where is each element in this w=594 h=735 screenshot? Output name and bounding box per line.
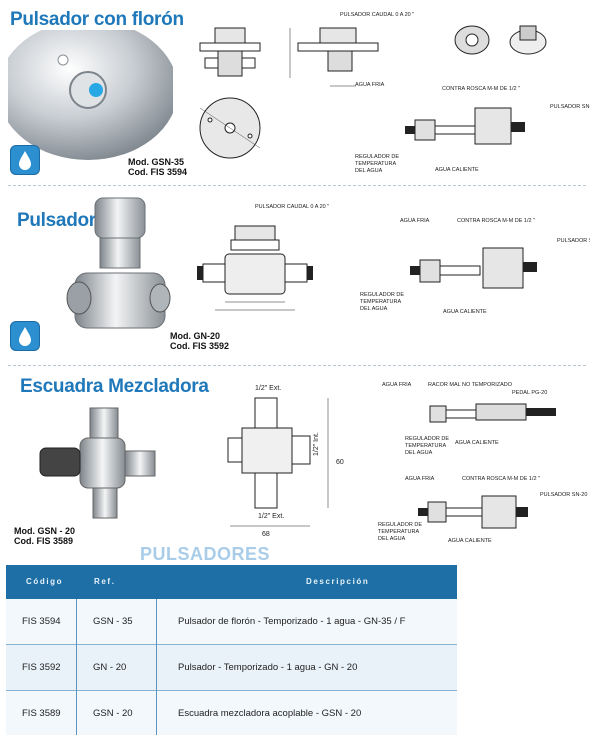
- section-pulsador-floron: Pulsador con florón Mod. GSN-35 Cod. FIS…: [0, 0, 594, 185]
- header-descripcion: Descripción: [306, 577, 370, 586]
- row-divider: [6, 690, 457, 691]
- model-label: Mod. GSN - 20: [14, 526, 76, 536]
- svg-text:TEMPERATURA: TEMPERATURA: [378, 529, 419, 535]
- section-title: Pulsador: [17, 210, 96, 231]
- regulador-label: REGULADOR DE: [360, 292, 404, 298]
- cell-descripcion: Pulsador - Temporizado - 1 agua - GN - 2…: [178, 662, 358, 673]
- racor-label: RACOR MAL NO TEMPORIZADO: [428, 382, 513, 388]
- water-drop-icon: [10, 321, 40, 351]
- agua-caliente-label: AGUA CALIENTE: [435, 167, 479, 173]
- half-ext-bottom: 1/2" Ext.: [258, 513, 284, 520]
- agua-caliente-label-2: AGUA CALIENTE: [448, 538, 492, 544]
- product-photo-pulsador: [66, 197, 171, 329]
- contra-rosca-label: CONTRA ROSCA M-M DE 1/2 ": [457, 218, 535, 224]
- table-header: Código Ref. Descripción: [6, 565, 457, 599]
- pedal-label: PEDAL PG-20: [512, 390, 547, 396]
- agua-fria-label: AGUA FRIA: [400, 218, 430, 224]
- half-int: 1/2" Int.: [313, 432, 320, 456]
- divider: [8, 185, 586, 186]
- column-divider: [156, 599, 157, 735]
- cell-codigo: FIS 3592: [22, 662, 61, 673]
- svg-text:TEMPERATURA: TEMPERATURA: [360, 299, 401, 305]
- agua-fria-label: AGUA FRIA: [382, 382, 412, 388]
- table-row: FIS 3589 GSN - 20 Escuadra mezcladora ac…: [6, 691, 457, 735]
- dim-60: 60: [336, 459, 344, 466]
- section-escuadra: Escuadra Mezcladora Mod. GSN - 20 Cod. F…: [0, 368, 594, 548]
- agua-fria-label-2: AGUA FRIA: [405, 476, 435, 482]
- contra-rosca-label: CONTRA ROSCA M-M DE 1/2 ": [442, 86, 520, 92]
- row-divider: [6, 644, 457, 645]
- technical-drawing-floron: PULSADOR CAUDAL 0 A 20 " AGUA FRIA CONTR…: [199, 12, 590, 174]
- svg-text:DEL AGUA: DEL AGUA: [378, 536, 406, 542]
- agua-fria-label: AGUA FRIA: [355, 82, 385, 88]
- regulador-label: REGULADOR DE: [405, 436, 449, 442]
- dim-68: 68: [262, 531, 270, 538]
- cell-descripcion: Pulsador de florón - Temporizado - 1 agu…: [178, 616, 406, 627]
- cell-ref: GSN - 20: [93, 708, 133, 719]
- cell-ref: GSN - 35: [93, 616, 133, 627]
- cell-codigo: FIS 3589: [22, 708, 61, 719]
- product-photo-floron: [8, 30, 173, 160]
- pulsador-label: PULSADOR SN-20: [557, 238, 590, 244]
- caudal-label: PULSADOR CAUDAL 0 A 20 ": [255, 204, 329, 210]
- pulsador-label-2: PULSADOR SN-20: [540, 492, 587, 498]
- pulsador-label: PULSADOR SN-20: [550, 104, 590, 110]
- product-photo-escuadra: [39, 407, 156, 519]
- svg-text:TEMPERATURA: TEMPERATURA: [405, 443, 446, 449]
- code-label: Cod. FIS 3594: [128, 167, 188, 177]
- code-label: Cod. FIS 3592: [170, 341, 230, 351]
- regulador-label: REGULADOR DE: [355, 154, 399, 160]
- caudal-label: PULSADOR CAUDAL 0 A 20 ": [340, 12, 414, 18]
- table-row: FIS 3594 GSN - 35 Pulsador de florón - T…: [6, 599, 457, 644]
- header-codigo: Código: [26, 577, 64, 586]
- svg-text:DEL AGUA: DEL AGUA: [360, 306, 388, 312]
- technical-drawing-pulsador: PULSADOR CAUDAL 0 A 20 " AGUA FRIA CONTR…: [197, 204, 590, 315]
- contra-rosca-label-2: CONTRA ROSCA M-M DE 1/2 ": [462, 476, 540, 482]
- cell-descripcion: Escuadra mezcladora acoplable - GSN - 20: [178, 708, 362, 719]
- products-table: Código Ref. Descripción FIS 3594 GSN - 3…: [6, 565, 457, 735]
- table-row: FIS 3592 GN - 20 Pulsador - Temporizado …: [6, 645, 457, 690]
- cell-codigo: FIS 3594: [22, 616, 61, 627]
- model-label: Mod. GN-20: [170, 331, 221, 341]
- code-label: Cod. FIS 3589: [14, 536, 74, 546]
- section-title: Escuadra Mezcladora: [20, 376, 209, 397]
- cell-ref: GN - 20: [93, 662, 127, 673]
- model-label: Mod. GSN-35: [128, 157, 185, 167]
- regulador-label-2: REGULADOR DE: [378, 522, 422, 528]
- half-ext-top: 1/2" Ext.: [255, 385, 281, 392]
- header-ref: Ref.: [94, 577, 116, 586]
- section-pulsador: Pulsador Mod. GN-20 Cod. FIS 3592 PULSAD…: [0, 188, 594, 365]
- agua-caliente-label: AGUA CALIENTE: [455, 440, 499, 446]
- table-title: PULSADORES: [140, 544, 271, 564]
- svg-text:TEMPERATURA: TEMPERATURA: [355, 161, 396, 167]
- svg-text:DEL AGUA: DEL AGUA: [405, 450, 433, 456]
- water-drop-icon: [10, 145, 40, 175]
- svg-text:DEL AGUA: DEL AGUA: [355, 168, 383, 174]
- technical-drawing-escuadra: 1/2" Ext. 1/2" Ext. 1/2" Int. 60 68 AGUA…: [227, 382, 587, 544]
- divider: [8, 365, 586, 366]
- agua-caliente-label: AGUA CALIENTE: [443, 309, 487, 315]
- section-title: Pulsador con florón: [10, 9, 184, 30]
- column-divider: [76, 599, 77, 735]
